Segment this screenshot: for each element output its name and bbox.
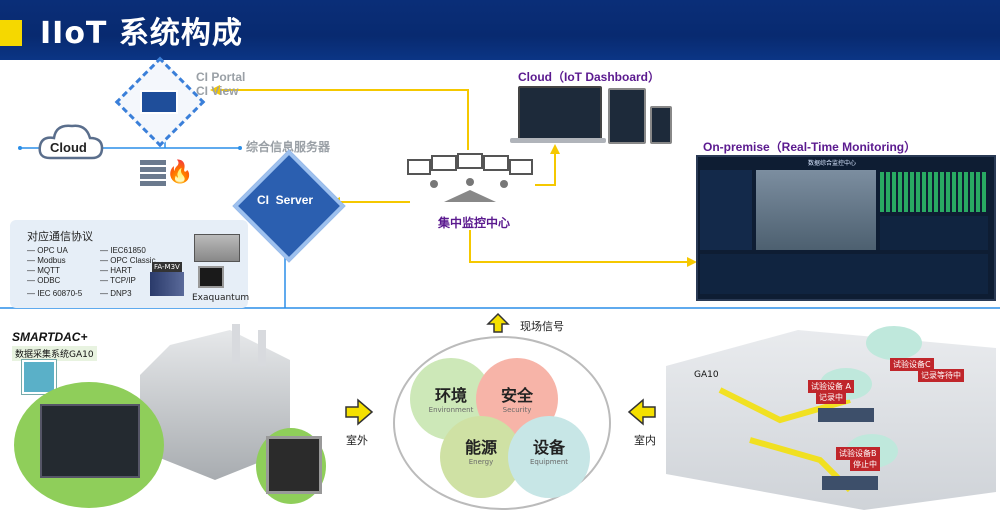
protocol-list-right: — IEC61850 — OPC Classic — HART — TCP/IP… xyxy=(100,246,156,299)
smartdac-logo: SMARTDAC+ xyxy=(12,330,88,344)
ga10-module-b xyxy=(822,476,878,490)
protocol-item: — OPC Classic xyxy=(100,256,156,265)
ci-portal-label: CI Portal xyxy=(196,70,246,84)
category-security-label: 安全 xyxy=(500,386,533,405)
category-equipment-label: 设备 xyxy=(532,438,565,457)
category-energy-en: Energy xyxy=(468,458,494,466)
right-arrow-icon xyxy=(345,398,374,426)
server-rack-icon xyxy=(140,160,166,186)
exaquantum-label: Exaquantum xyxy=(192,293,250,303)
plc-rack-image xyxy=(194,234,240,262)
chimney-image xyxy=(258,330,266,366)
equipment-c-bubble xyxy=(866,326,922,360)
protocol-item: — OPC UA xyxy=(27,246,68,255)
protocol-item: — IEC 60870-5 xyxy=(27,289,83,298)
equipment-a-status: 记录中 xyxy=(816,391,846,404)
phone-screen xyxy=(650,106,672,144)
protocol-title: 对应通信协议 xyxy=(27,230,93,243)
ci-view-label: CI View xyxy=(196,84,239,98)
category-environment-en: Environment xyxy=(428,406,474,414)
header-bar xyxy=(0,0,1000,60)
ga10-screen-image xyxy=(40,404,140,478)
laptop-screen xyxy=(518,86,602,140)
pc-monitor-image xyxy=(198,266,224,288)
category-equipment: 设备 Equipment xyxy=(508,416,590,498)
bar-chart-panel xyxy=(880,172,988,212)
left-arrow-icon xyxy=(627,398,656,426)
outdoor-label: 室外 xyxy=(346,434,368,447)
category-energy-label: 能源 xyxy=(464,438,497,457)
monitor-icon xyxy=(140,90,178,114)
category-environment-label: 环境 xyxy=(434,386,467,405)
protocol-item: — Modbus xyxy=(27,256,66,265)
equipment-c-status: 记录等待中 xyxy=(918,369,964,382)
cloud-dashboard-label: Cloud（IoT Dashboard） xyxy=(518,70,660,84)
kpi-panel xyxy=(700,170,752,250)
cloud-icon xyxy=(38,124,104,160)
category-equipment-en: Equipment xyxy=(530,458,568,466)
gauge-panel xyxy=(700,254,988,294)
fa-m3v-label: FA-M3V xyxy=(152,262,182,272)
ga10-system-label: 数据采集系统GA10 xyxy=(12,346,97,361)
page-title: IIoT 系统构成 xyxy=(40,16,243,51)
category-security-en: Security xyxy=(502,406,532,414)
ga10-room-label: GA10 xyxy=(694,370,719,380)
field-signal-label: 现场信号 xyxy=(520,320,564,333)
ga10-icon xyxy=(22,360,56,394)
protocol-item: — TCP/IP xyxy=(100,276,136,285)
chimney-image xyxy=(232,324,240,364)
protocol-list-left: — OPC UA — Modbus — MQTT — ODBC — IEC 60… xyxy=(27,246,82,299)
ci-server-label: CI Server xyxy=(257,193,314,207)
equipment-b-label: 试验设备B xyxy=(836,447,880,460)
protocol-item: — DNP3 xyxy=(100,289,132,298)
central-monitor-label: 集中监控中心 xyxy=(438,216,511,230)
protocol-item: — HART xyxy=(100,266,132,275)
fa-m3v-image xyxy=(150,272,184,296)
up-arrow-icon xyxy=(486,312,510,333)
indoor-label: 室内 xyxy=(634,434,656,447)
header-accent xyxy=(0,20,22,46)
tablet-screen xyxy=(608,88,646,144)
monitoring-center-icon xyxy=(407,153,533,202)
protocol-item: — MQTT xyxy=(27,266,60,275)
recorder-image xyxy=(266,436,322,494)
factory-3d-view xyxy=(756,170,876,250)
trend-panel xyxy=(880,216,988,250)
cloud-label: Cloud xyxy=(50,140,87,155)
info-server-label: 综合信息服务器 xyxy=(246,140,331,154)
onprem-screen-title: 数据综合监控中心 xyxy=(808,160,857,167)
protocol-item: — IEC61850 xyxy=(100,246,146,255)
equipment-a-label: 试验设备 A xyxy=(808,380,855,393)
laptop-base xyxy=(510,138,606,143)
protocol-item: — ODBC xyxy=(27,276,61,285)
flame-icon: 🔥 xyxy=(166,160,194,185)
onprem-label: On-premise（Real-Time Monitoring） xyxy=(703,140,917,154)
equipment-c-label: 试验设备C xyxy=(890,358,934,371)
ga10-module-a xyxy=(818,408,874,422)
equipment-b-status: 停止中 xyxy=(850,458,880,471)
